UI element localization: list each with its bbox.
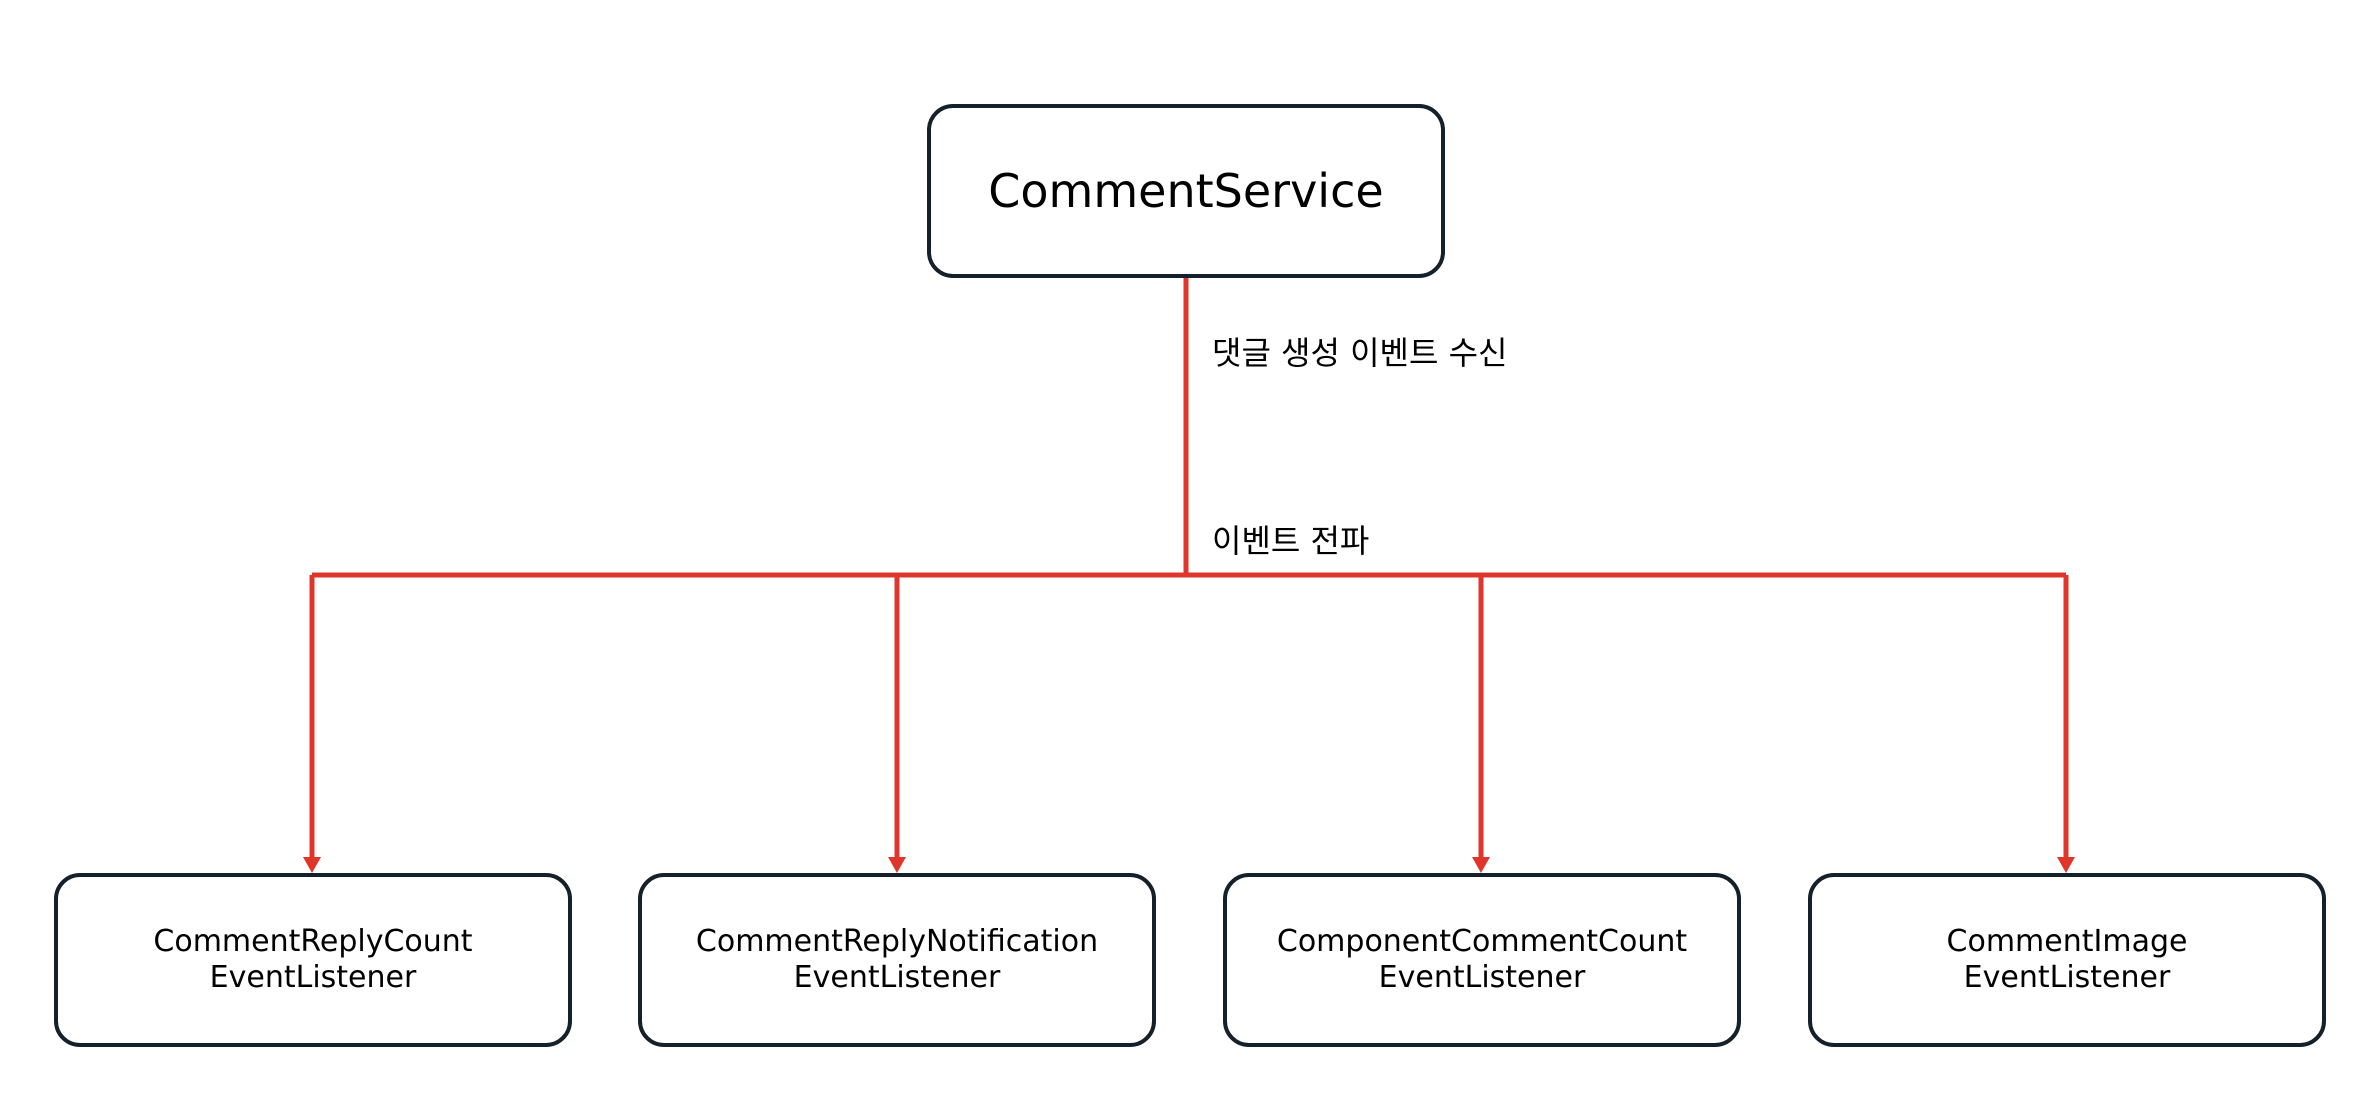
listener-label-line-2: EventListener: [209, 960, 417, 995]
listener-label: CommentImage EventListener: [1947, 924, 2188, 996]
listener-label: CommentReplyCount EventListener: [153, 924, 472, 996]
comment-service-label: CommentService: [988, 163, 1384, 218]
listener-label-line-2: EventListener: [793, 960, 1001, 995]
listener-label-line-2: EventListener: [1963, 960, 2171, 995]
component-comment-count-listener-node: ComponentCommentCount EventListener: [1223, 873, 1741, 1047]
listener-label: CommentReplyNotification EventListener: [696, 924, 1098, 996]
comment-reply-notification-listener-node: CommentReplyNotification EventListener: [638, 873, 1156, 1047]
listener-label-line-1: CommentImage: [1946, 924, 2188, 959]
arrowhead-leaf-1: [303, 857, 321, 873]
receive-event-label: 댓글 생성 이벤트 수신: [1212, 334, 1508, 372]
comment-service-node: CommentService: [927, 104, 1445, 278]
listener-label: ComponentCommentCount EventListener: [1277, 924, 1687, 996]
arrowhead-leaf-3: [1472, 857, 1490, 873]
listener-label-line-1: CommentReplyNotification: [695, 924, 1099, 959]
arrowhead-leaf-4: [2057, 857, 2075, 873]
propagate-event-label: 이벤트 전파: [1212, 522, 1370, 560]
listener-label-line-1: ComponentCommentCount: [1276, 924, 1688, 959]
listener-label-line-1: CommentReplyCount: [153, 924, 473, 959]
comment-image-listener-node: CommentImage EventListener: [1808, 873, 2326, 1047]
comment-reply-count-listener-node: CommentReplyCount EventListener: [54, 873, 572, 1047]
listener-label-line-2: EventListener: [1378, 960, 1586, 995]
arrowhead-leaf-2: [888, 857, 906, 873]
